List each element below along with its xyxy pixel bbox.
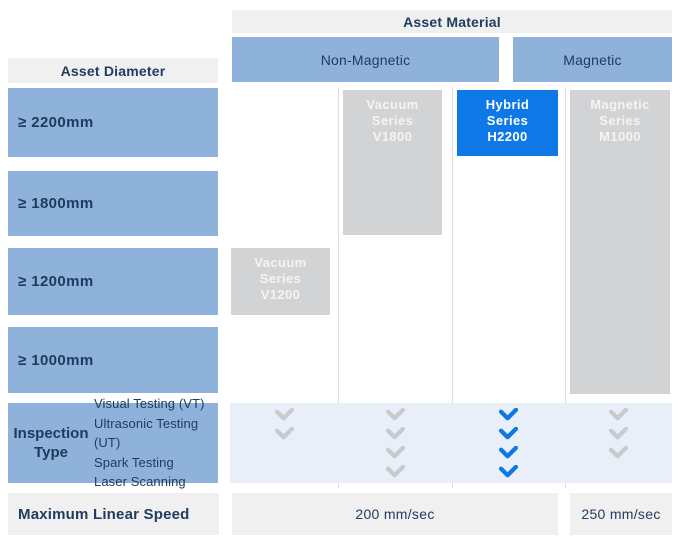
check-icon <box>609 446 628 459</box>
inspection-type-item: Laser Scanning <box>94 474 186 490</box>
check-slot <box>499 443 518 462</box>
inspection-label-line2: Type <box>34 444 68 461</box>
check-column-v1800 <box>338 403 452 483</box>
check-icon <box>499 465 518 478</box>
check-slot <box>499 462 518 481</box>
check-slot <box>609 405 628 424</box>
product-name-line: V1200 <box>260 287 301 302</box>
check-slot <box>385 443 405 462</box>
max-linear-speed-label: Maximum Linear Speed <box>8 493 219 535</box>
product-name-line: V1800 <box>372 129 413 144</box>
check-icon <box>274 427 294 440</box>
check-slot <box>274 424 294 443</box>
inspection-checks-background <box>230 403 672 483</box>
inspection-type-label: Inspection Type <box>8 424 94 462</box>
speed-value-magnetic: 250 mm/sec <box>570 493 672 535</box>
check-slot <box>499 424 518 443</box>
check-column-h2200 <box>452 403 565 483</box>
inspection-type-bar: Inspection Type Visual Testing (VT) Ultr… <box>8 396 218 489</box>
product-name-line: Series <box>599 113 641 128</box>
inspection-label-line1: Inspection <box>13 425 89 442</box>
product-name-line: Vacuum <box>366 97 419 112</box>
check-icon <box>385 408 405 421</box>
check-icon <box>385 446 405 459</box>
check-icon <box>385 465 405 478</box>
check-icon <box>499 446 518 459</box>
product-name-line: M1000 <box>599 129 641 144</box>
check-slot <box>385 405 405 424</box>
speed-value-non-magnetic: 200 mm/sec <box>232 493 558 535</box>
diameter-row-1000: ≥ 1000mm <box>8 327 218 393</box>
product-card-h2200-selected[interactable]: Hybrid Series H2200 <box>457 90 558 156</box>
asset-material-header: Asset Material <box>232 10 672 33</box>
check-icon <box>609 427 628 440</box>
check-icon <box>274 408 294 421</box>
product-card-v1200[interactable]: Vacuum Series V1200 <box>231 248 330 315</box>
check-icon <box>385 427 405 440</box>
product-name-line: Magnetic <box>590 97 650 112</box>
product-name-line: Series <box>486 113 529 128</box>
non-magnetic-header: Non-Magnetic <box>232 37 499 82</box>
check-slot <box>609 424 628 443</box>
check-slot <box>385 462 405 481</box>
inspection-type-item: Visual Testing (VT) <box>94 396 205 412</box>
check-column-m1000 <box>565 403 672 483</box>
check-icon <box>609 408 628 421</box>
product-name-line: Series <box>259 271 302 286</box>
check-column-v1200 <box>230 403 338 483</box>
diameter-row-1200: ≥ 1200mm <box>8 248 218 315</box>
inspection-type-item: Ultrasonic Testing (UT) <box>94 415 199 451</box>
diameter-row-2200: ≥ 2200mm <box>8 88 218 157</box>
product-card-v1800[interactable]: Vacuum Series V1800 <box>343 90 442 235</box>
check-slot <box>385 424 405 443</box>
check-icon <box>499 427 518 440</box>
check-slot <box>609 443 628 462</box>
inspection-type-item: Spark Testing <box>94 454 174 470</box>
column-divider <box>338 87 339 488</box>
product-name-line: Series <box>371 113 414 128</box>
column-divider <box>452 87 453 488</box>
asset-diameter-header: Asset Diameter <box>8 58 218 83</box>
check-slot <box>499 405 518 424</box>
inspection-type-list: Visual Testing (VT) Ultrasonic Testing (… <box>94 394 218 492</box>
product-name-line: Vacuum <box>254 255 307 270</box>
product-card-m1000[interactable]: Magnetic Series M1000 <box>570 90 670 394</box>
magnetic-header: Magnetic <box>513 37 672 82</box>
check-slot <box>274 405 294 424</box>
column-divider <box>565 87 566 488</box>
check-icon <box>499 408 518 421</box>
product-name-line: Hybrid <box>485 97 530 112</box>
diameter-row-1800: ≥ 1800mm <box>8 171 218 236</box>
product-name-line: H2200 <box>487 129 528 144</box>
